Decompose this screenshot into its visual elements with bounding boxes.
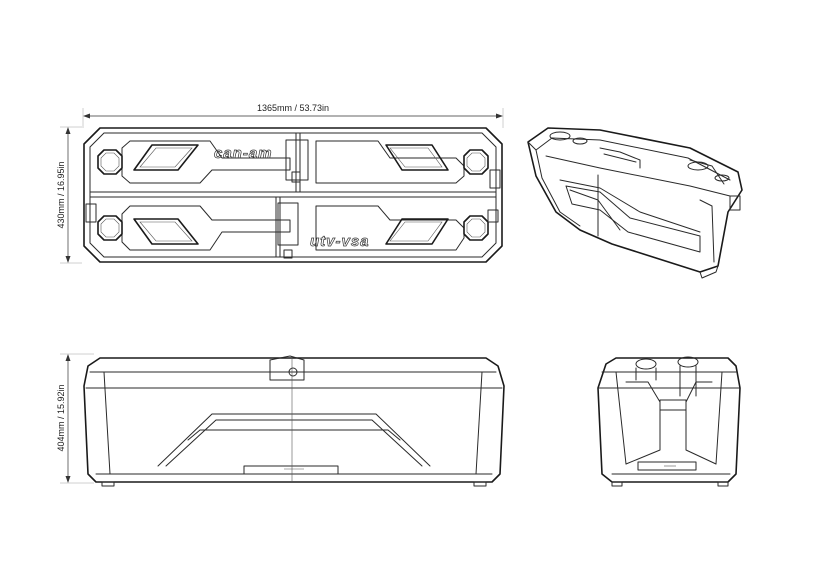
top-view: 1365mm / 53.73in 430mm / 16.95in <box>56 103 504 264</box>
height-dimension-label: 404mm / 15.92in <box>56 384 66 451</box>
front-view: 404mm / 15.92in <box>56 353 505 487</box>
logo-utv-vsa: utv-vsa <box>310 233 370 250</box>
height-dimension: 404mm / 15.92in <box>56 353 94 484</box>
depth-dimension-label: 430mm / 16.95in <box>56 161 66 228</box>
isometric-view <box>527 127 743 279</box>
width-dimension-label: 1365mm / 53.73in <box>257 103 329 113</box>
side-view <box>597 356 741 487</box>
width-dimension: 1365mm / 53.73in <box>82 103 504 128</box>
depth-dimension: 430mm / 16.95in <box>56 126 82 264</box>
logo-can-am: can-am <box>214 145 273 162</box>
